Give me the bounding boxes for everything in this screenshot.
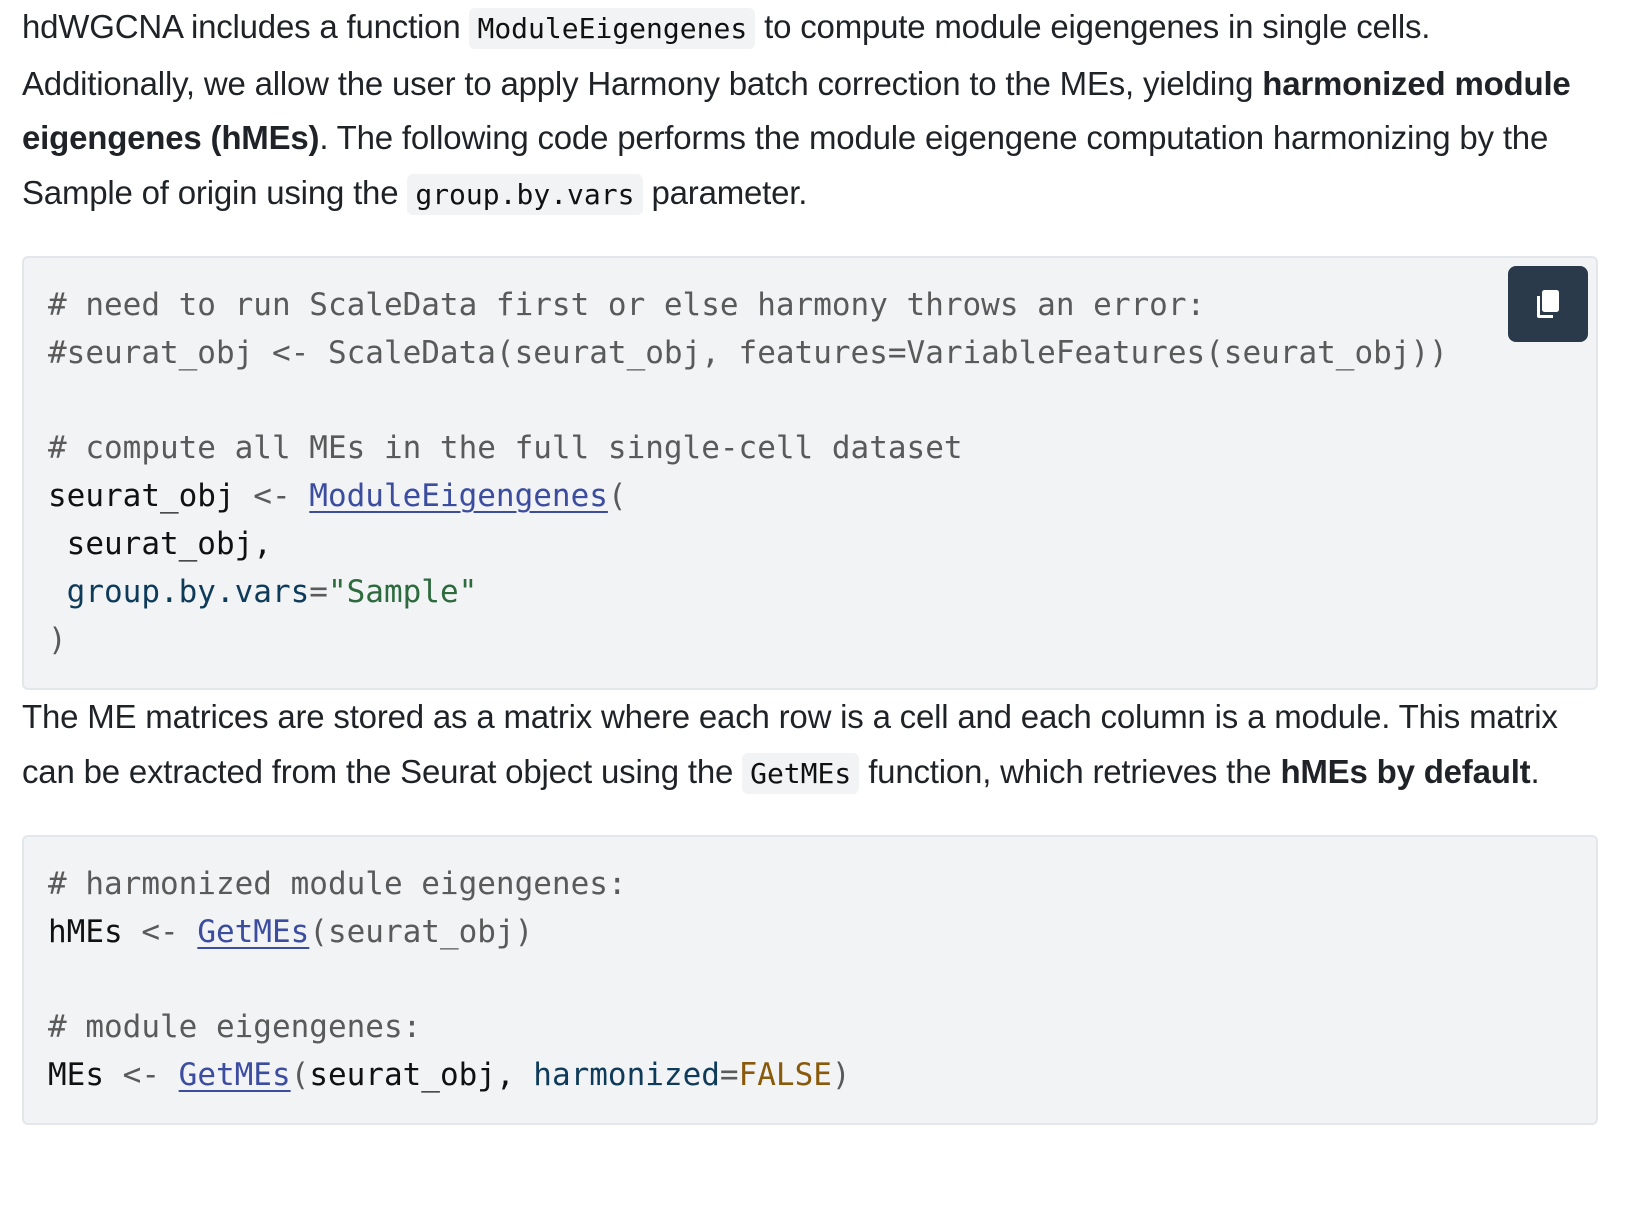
code-line: #seurat_obj <- ScaleData(seurat_obj, fea…	[48, 330, 1572, 378]
code-line: # harmonized module eigengenes:	[48, 861, 1572, 909]
code-variable: MEs	[48, 1057, 104, 1094]
code-variable: seurat_obj	[48, 478, 235, 515]
code-operator: =	[309, 573, 328, 610]
middle-text-1: The ME matrices are stored as a matrix w…	[22, 698, 1558, 790]
code-punctuation: )	[831, 1057, 851, 1094]
code-block-module-eigengenes: # need to run ScaleData first or else ha…	[22, 256, 1598, 690]
code-argument-value: seurat_obj,	[309, 1057, 534, 1094]
middle-text-2: function, which retrieves the	[859, 752, 1281, 790]
code-call-args: (seurat_obj)	[309, 913, 534, 950]
intro-text-3: . The following code performs the module…	[22, 119, 1549, 211]
code-operator: <-	[234, 478, 310, 515]
code-punctuation: (	[607, 478, 627, 515]
middle-bold-hmes-default: hMEs by default	[1280, 752, 1531, 790]
intro-text-1: hdWGCNA includes a function	[22, 8, 470, 45]
code-line: # need to run ScaleData first or else ha…	[48, 282, 1572, 330]
code-comment: # need to run ScaleData first or else ha…	[48, 287, 1206, 323]
inline-code-module-eigengenes: ModuleEigengenes	[469, 8, 756, 49]
code-comment: # compute all MEs in the full single-cel…	[48, 430, 963, 467]
code-line: MEs <- GetMEs(seurat_obj, harmonized=FAL…	[48, 1052, 1572, 1100]
code-boolean: FALSE	[738, 1057, 832, 1094]
code-operator: =	[719, 1057, 739, 1094]
code-line: hMEs <- GetMEs(seurat_obj)	[48, 909, 1572, 957]
code-operator: <-	[122, 913, 198, 950]
code-comment: # harmonized module eigengenes:	[48, 866, 627, 902]
code-line: group.by.vars="Sample"	[48, 569, 1572, 617]
code-line-blank	[48, 378, 1572, 426]
intro-text-2: to compute module eigengenes in single c…	[22, 8, 1431, 102]
code-line: seurat_obj,	[48, 521, 1572, 569]
code-line: seurat_obj <- ModuleEigengenes(	[48, 473, 1572, 521]
copy-icon	[1537, 290, 1559, 318]
code-block-getmes: # harmonized module eigengenes: hMEs <- …	[22, 835, 1598, 1125]
function-link-getmes[interactable]: GetMEs	[178, 1057, 291, 1094]
code-punctuation: )	[48, 621, 67, 658]
code-argument-value: seurat_obj,	[48, 525, 272, 562]
code-argument-name: group.by.vars	[48, 573, 310, 610]
inline-code-group-by-vars: group.by.vars	[407, 173, 643, 215]
code-argument-name: harmonized	[533, 1057, 720, 1094]
inline-code-getmes: GetMEs	[742, 752, 860, 794]
code-variable: hMEs	[48, 913, 123, 950]
code-line: # module eigengenes:	[48, 1004, 1572, 1052]
code-comment: #seurat_obj <- ScaleData(seurat_obj, fea…	[48, 334, 1448, 371]
function-link-module-eigengenes[interactable]: ModuleEigengenes	[309, 478, 608, 515]
code-operator: <-	[104, 1057, 179, 1094]
article-content: hdWGCNA includes a function ModuleEigeng…	[22, 0, 1598, 1125]
code-punctuation: (	[290, 1057, 310, 1094]
getmes-paragraph: The ME matrices are stored as a matrix w…	[22, 690, 1598, 801]
intro-bold-hmes: harmonized module eigengenes (hMEs)	[22, 64, 1571, 157]
code-comment: # module eigengenes:	[48, 1009, 422, 1046]
code-line: # compute all MEs in the full single-cel…	[48, 425, 1572, 473]
intro-paragraph: hdWGCNA includes a function ModuleEigeng…	[22, 0, 1598, 222]
middle-text-3: .	[1530, 752, 1540, 790]
intro-text-4: parameter.	[642, 173, 808, 211]
code-line: )	[48, 617, 1572, 665]
copy-code-button[interactable]	[1508, 266, 1588, 342]
function-link-getmes[interactable]: GetMEs	[197, 913, 310, 950]
code-string: "Sample"	[327, 573, 478, 610]
code-line-blank	[48, 957, 1572, 1005]
